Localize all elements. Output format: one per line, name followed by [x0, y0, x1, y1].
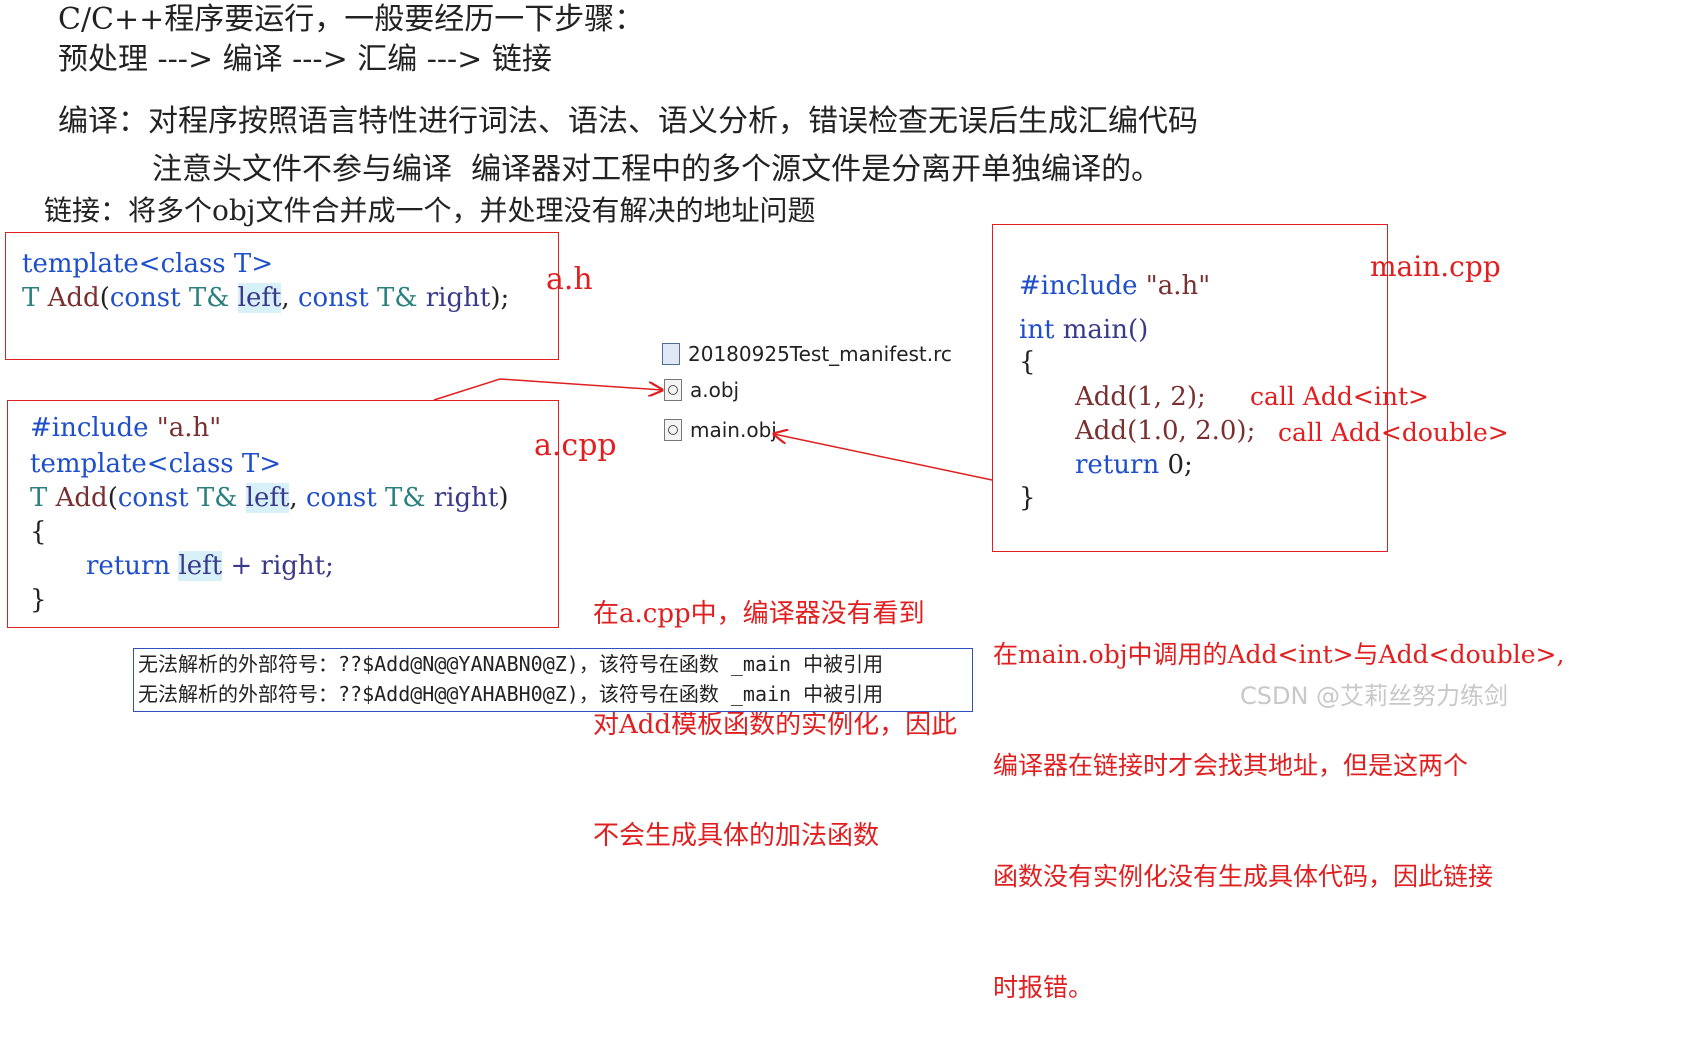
compile-description: 编译：对程序按照语言特性进行词法、语法、语义分析，错误检查无误后生成汇编代码 — [58, 104, 1198, 139]
a-cpp-brace-close: } — [30, 585, 47, 615]
a-h-line-2: T Add(const T& left, const T& right); — [22, 283, 510, 313]
a-cpp-label: a.cpp — [534, 428, 617, 463]
file-manifest-rc[interactable]: 20180925Test_manifest.rc — [662, 342, 952, 366]
a-cpp-include: #include "a.h" — [30, 413, 222, 443]
main-brace-open: { — [1019, 347, 1036, 377]
a-cpp-code-box: #include "a.h" template<class T> T Add(c… — [7, 400, 559, 628]
intro-line-2: 预处理 ---> 编译 ---> 汇编 ---> 链接 — [58, 42, 552, 77]
call-double-note: call Add<double> — [1278, 418, 1509, 447]
file-name: a.obj — [690, 378, 740, 402]
file-name: main.obj — [690, 418, 777, 442]
a-h-line-1: template<class T> — [22, 249, 274, 279]
compile-note: 注意头文件不参与编译 编译器对工程中的多个源文件是分离开单独编译的。 — [152, 152, 1162, 187]
file-a-obj[interactable]: a.obj — [664, 378, 739, 402]
obj-file-icon — [664, 419, 682, 441]
arrow-main-cpp-to-main-obj — [774, 434, 993, 481]
obj-file-icon — [664, 379, 682, 401]
file-name: 20180925Test_manifest.rc — [688, 342, 952, 366]
a-h-label: a.h — [546, 262, 593, 297]
intro-line-1: C/C++程序要运行，一般要经历一下步骤： — [58, 2, 645, 37]
a-cpp-template: template<class T> — [30, 449, 282, 479]
csdn-watermark: CSDN @艾莉丝努力练剑 — [1240, 682, 1509, 710]
main-call-2: Add(1.0, 2.0); — [1075, 416, 1256, 446]
a-cpp-signature: T Add(const T& left, const T& right) — [30, 483, 509, 513]
arrow-a-cpp-to-a-obj — [433, 378, 662, 401]
main-signature: int main() — [1019, 315, 1149, 345]
main-cpp-label: main.cpp — [1370, 250, 1501, 283]
error-line: 无法解析的外部符号：??$Add@N@@YANABN0@Z)，该符号在函数 _m… — [138, 652, 884, 676]
link-description: 链接：将多个obj文件合并成一个，并处理没有解决的地址问题 — [44, 194, 816, 227]
main-include: #include "a.h" — [1019, 271, 1211, 301]
rc-file-icon — [662, 343, 680, 365]
call-int-note: call Add<int> — [1250, 382, 1429, 411]
a-h-code-box: template<class T> T Add(const T& left, c… — [5, 232, 559, 360]
main-call-1: Add(1, 2); — [1075, 382, 1206, 412]
a-cpp-brace-open: { — [30, 517, 47, 547]
error-line: 无法解析的外部符号：??$Add@H@@YAHABH0@Z)，该符号在函数 _m… — [138, 682, 884, 706]
file-main-obj[interactable]: main.obj — [664, 418, 777, 442]
main-brace-close: } — [1019, 483, 1036, 513]
a-cpp-return: return left + right; — [86, 551, 334, 581]
main-cpp-code-box: #include "a.h" int main() { Add(1, 2); A… — [992, 224, 1388, 552]
connector-arrows — [433, 378, 993, 481]
linker-error-box: 无法解析的外部符号：??$Add@N@@YANABN0@Z)，该符号在函数 _m… — [133, 648, 973, 712]
main-return: return 0; — [1075, 450, 1193, 480]
